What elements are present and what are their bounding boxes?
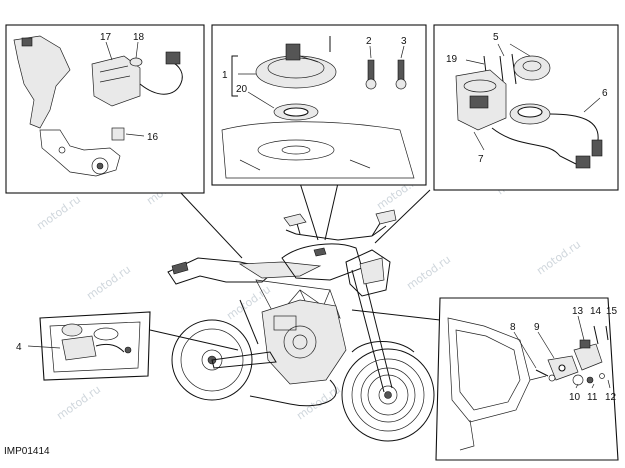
- callout-17: 17: [100, 32, 112, 43]
- callout-7: 7: [478, 154, 484, 165]
- callout-4: 4: [16, 342, 22, 353]
- callout-15: 15: [606, 306, 618, 317]
- callout-3: 3: [401, 36, 407, 47]
- watermark: motod.ru: [84, 263, 133, 303]
- callout-9: 9: [534, 322, 540, 333]
- callout-8: 8: [510, 322, 516, 333]
- callout-5: 5: [493, 32, 499, 43]
- callout-2: 2: [366, 36, 372, 47]
- panel-leader-lines: [149, 182, 441, 351]
- watermark: motod.ru: [534, 238, 583, 278]
- panel-bracket-components: 8 9 13 14 15 10 11 12: [435, 297, 619, 461]
- motorcycle-illustration: [167, 209, 435, 442]
- callout-14: 14: [590, 306, 602, 317]
- callout-10: 10: [569, 392, 581, 403]
- callout-18: 18: [133, 32, 145, 43]
- callout-19: 19: [446, 54, 458, 65]
- panel-ignition-switch: 19 5 6 7: [433, 24, 619, 191]
- callout-20: 20: [236, 84, 248, 95]
- watermark: motod.ru: [54, 383, 103, 423]
- panel-rear-sensor: 4: [16, 311, 151, 381]
- panel-fuel-cap: 1 20 2 3: [211, 24, 427, 186]
- callout-11: 11: [587, 392, 598, 403]
- watermark: motod.ru: [34, 193, 83, 233]
- callout-13: 13: [572, 306, 584, 317]
- callout-1: 1: [222, 70, 228, 81]
- panel-bracket-assembly: 17 18 16: [5, 24, 205, 194]
- callout-12: 12: [605, 392, 617, 403]
- figure-code: IMP01414: [4, 446, 50, 457]
- callout-16: 16: [147, 132, 159, 143]
- watermark: motod.ru: [404, 253, 453, 293]
- callout-6: 6: [602, 88, 608, 99]
